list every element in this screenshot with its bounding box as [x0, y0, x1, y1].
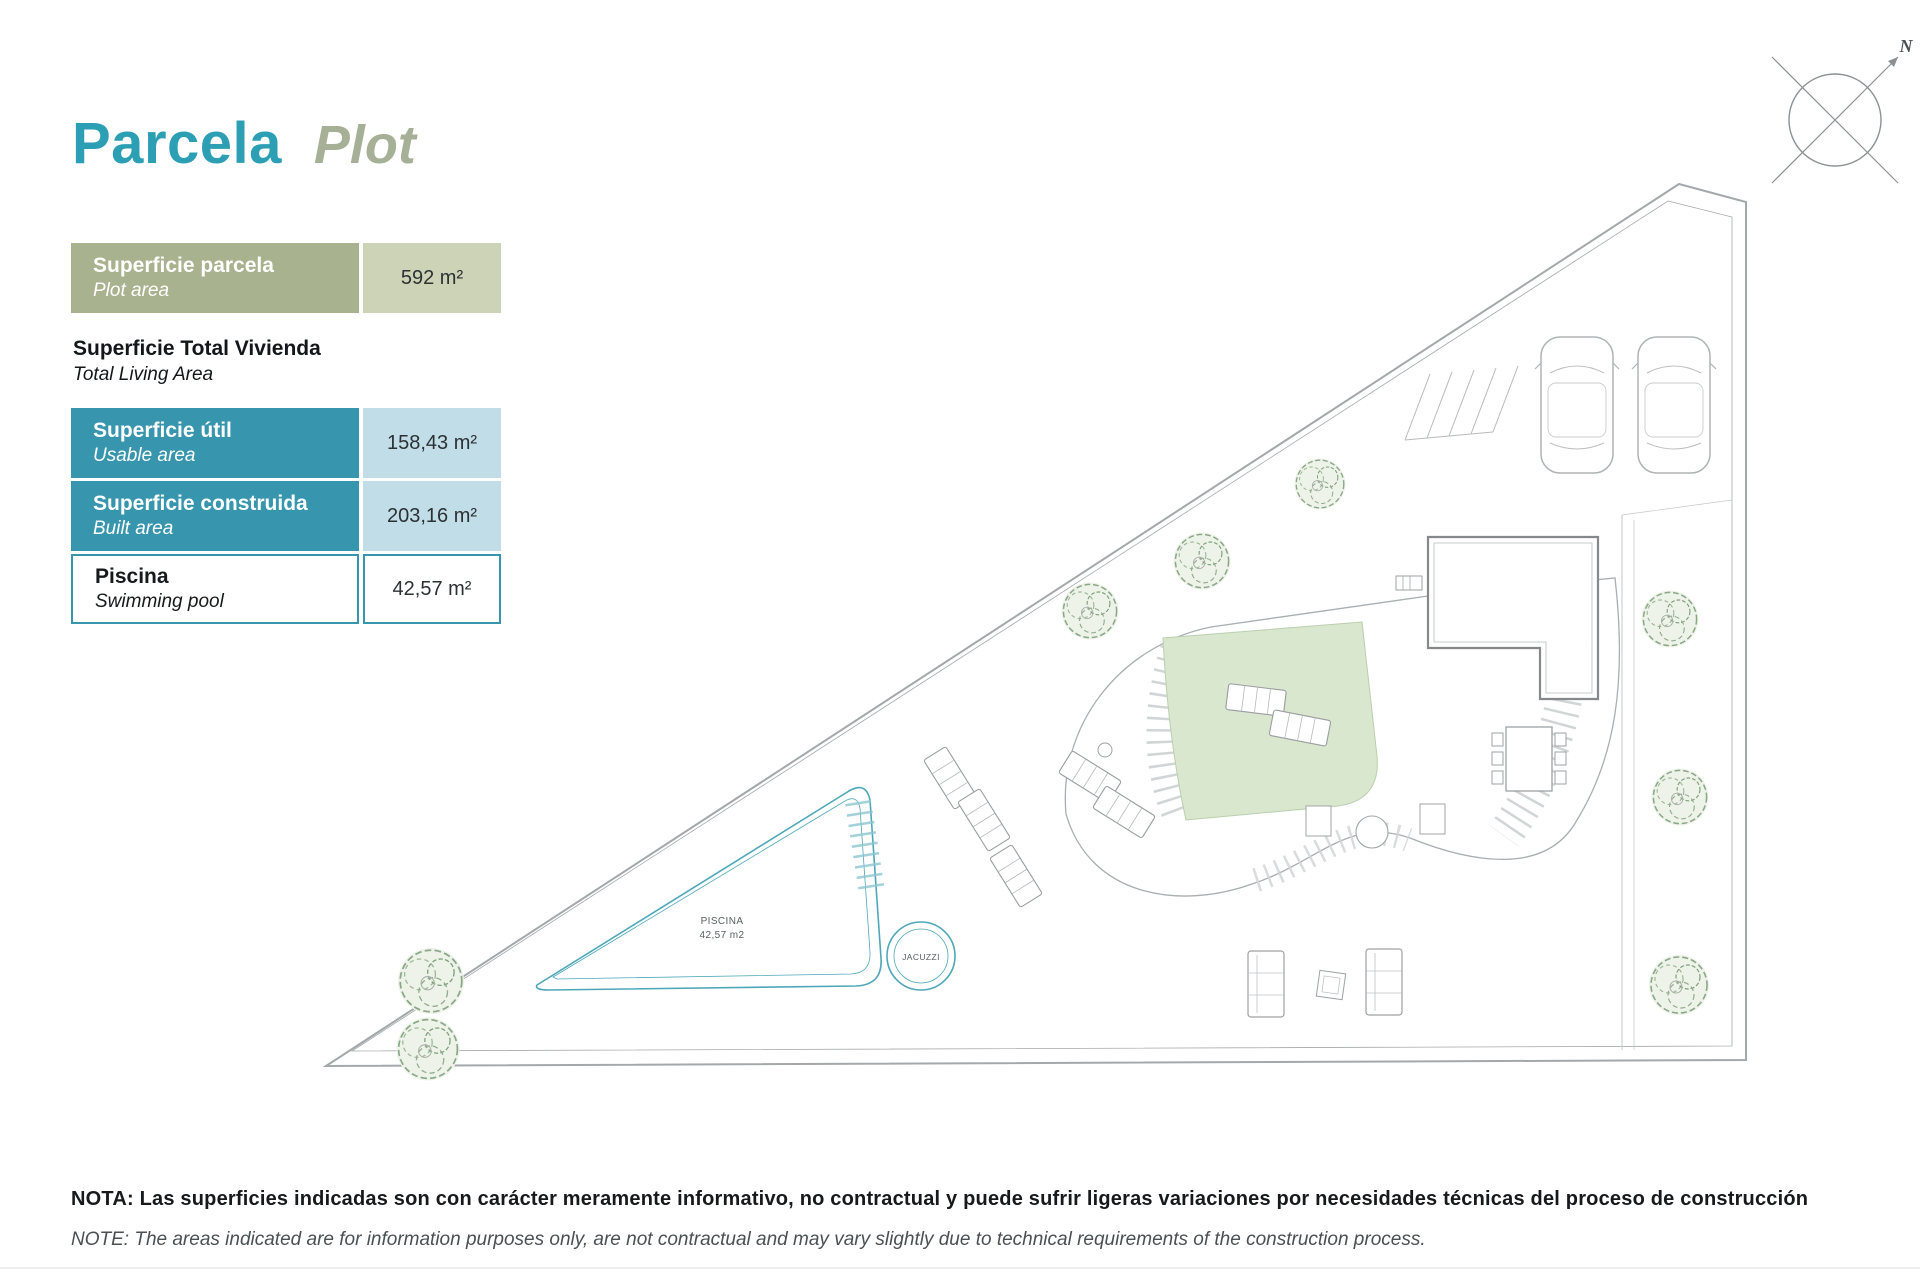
pool-label: PISCINA	[701, 916, 744, 927]
compass: N	[1771, 36, 1914, 184]
tree	[1650, 767, 1710, 827]
pool-area-row: Piscina Swimming pool 42,57 m²	[71, 554, 501, 624]
tree	[1060, 581, 1120, 641]
sun-lounger	[957, 787, 1011, 853]
tree	[397, 947, 465, 1015]
plot-area-label-cell: Superficie parcela Plot area	[71, 243, 359, 313]
pool-area-value: 42,57 m²	[363, 554, 501, 624]
page-title: Parcela Plot	[72, 110, 416, 177]
plot-area-value: 592 m²	[363, 243, 501, 313]
lounge-furniture	[1247, 948, 1403, 1018]
plot-area-label-es: Superficie parcela	[93, 254, 274, 278]
tree	[1640, 589, 1700, 649]
jacuzzi: JACUZZI	[886, 921, 956, 991]
outdoor-sofa	[1365, 948, 1403, 1016]
ac-unit	[1395, 575, 1423, 591]
usable-area-row: Superficie útil Usable area 158,43 m²	[71, 408, 501, 478]
lawn	[1162, 621, 1378, 821]
built-area-row: Superficie construida Built area 203,16 …	[71, 481, 501, 551]
built-area-value: 203,16 m²	[363, 481, 501, 551]
pool-steps	[845, 800, 885, 894]
built-area-label-es: Superficie construida	[93, 492, 308, 516]
plot-boundary	[322, 182, 1747, 1068]
built-area-label-en: Built area	[93, 517, 174, 539]
sun-lounger	[989, 843, 1043, 909]
usable-area-label-es: Superficie útil	[93, 419, 232, 443]
usable-area-label-en: Usable area	[93, 444, 196, 466]
sun-loungers	[923, 683, 1332, 909]
tree	[1172, 531, 1232, 591]
side-table	[1419, 803, 1446, 835]
pool-area-label-es: Piscina	[95, 565, 169, 589]
tree	[1648, 954, 1710, 1016]
parking-stripes	[1404, 365, 1519, 441]
pool-area-label-en: Swimming pool	[95, 590, 224, 612]
plot-area-row: Superficie parcela Plot area 592 m²	[71, 243, 501, 313]
fire-pit	[1355, 815, 1389, 849]
compass-arrow-icon	[1888, 57, 1898, 67]
note-es: NOTA: Las superficies indicadas son con …	[71, 1188, 1809, 1210]
footer-notes: NOTA: Las superficies indicadas son con …	[71, 1188, 1851, 1251]
outdoor-dining-set	[1491, 726, 1567, 792]
pool-area-label: 42,57 m2	[700, 930, 745, 941]
tree	[1293, 457, 1347, 511]
outdoor-sofa	[1247, 950, 1285, 1018]
side-table	[1305, 805, 1332, 837]
car	[1534, 336, 1620, 474]
fire-pit-area	[1305, 803, 1446, 849]
house-footprint	[1426, 535, 1600, 701]
driveway-path	[1621, 499, 1733, 1050]
pool-area-label-cell: Piscina Swimming pool	[71, 554, 359, 624]
usable-area-value: 158,43 m²	[363, 408, 501, 478]
total-living-heading-es: Superficie Total Vivienda	[73, 337, 321, 360]
built-area-label-cell: Superficie construida Built area	[71, 481, 359, 551]
sun-lounger	[1091, 785, 1157, 839]
page-title-es: Parcela	[72, 111, 282, 176]
area-summary-table: Superficie parcela Plot area 592 m² Supe…	[71, 243, 501, 624]
car	[1631, 336, 1717, 474]
tree	[395, 1016, 461, 1082]
swimming-pool: PISCINA 42,57 m2	[535, 786, 885, 991]
total-living-area-heading: Superficie Total Vivienda Total Living A…	[73, 337, 501, 386]
page-title-en: Plot	[313, 115, 416, 175]
coffee-table	[1315, 969, 1347, 1001]
note-en: NOTE: The areas indicated are for inform…	[71, 1229, 1426, 1250]
jacuzzi-label: JACUZZI	[902, 952, 940, 962]
plot-area-label-en: Plot area	[93, 279, 170, 301]
compass-north-label: N	[1899, 36, 1914, 56]
usable-area-label-cell: Superficie útil Usable area	[71, 408, 359, 478]
pool-side-table	[1097, 742, 1113, 758]
total-living-heading-en: Total Living Area	[73, 364, 214, 385]
